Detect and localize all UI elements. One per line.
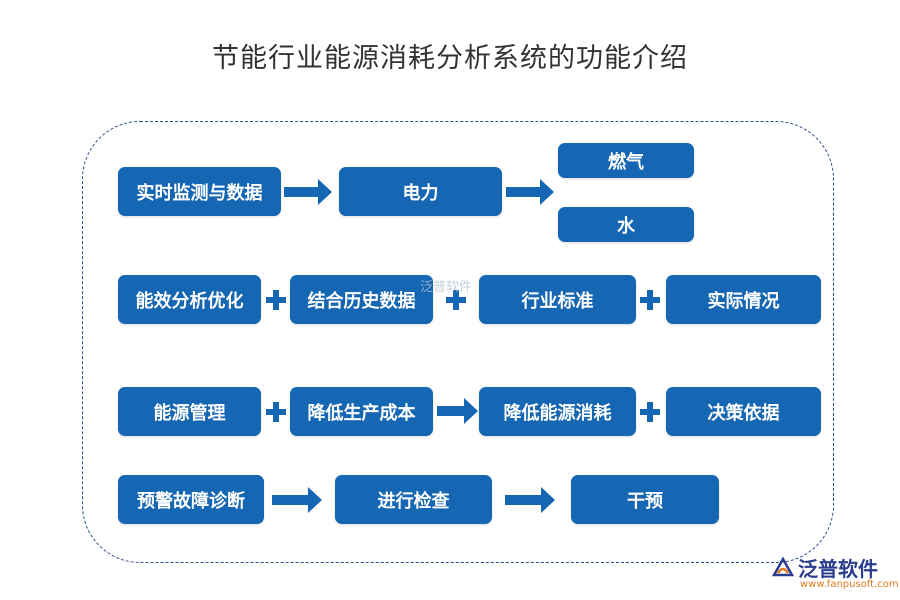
logo-name: 泛普软件 bbox=[798, 557, 878, 581]
watermark: 泛普软件 bbox=[420, 280, 473, 295]
box-efficiency-analysis: 能效分析优化 bbox=[118, 275, 261, 324]
box-water: 水 bbox=[558, 207, 694, 242]
plus-icon bbox=[266, 402, 286, 422]
arrow-right-icon bbox=[284, 179, 332, 205]
box-intervention: 干预 bbox=[571, 475, 719, 524]
arrow-right-icon bbox=[505, 487, 555, 513]
arrow-right-icon bbox=[437, 398, 478, 424]
logo-url: www.fanpusoft.com bbox=[800, 579, 899, 590]
logo-icon bbox=[771, 556, 795, 577]
dashed-frame bbox=[82, 121, 834, 563]
plus-icon bbox=[640, 290, 660, 310]
arrow-right-icon bbox=[272, 487, 322, 513]
box-realtime-monitoring: 实时监测与数据 bbox=[118, 167, 281, 216]
box-gas: 燃气 bbox=[558, 143, 694, 178]
box-reduce-production-cost: 降低生产成本 bbox=[290, 387, 433, 436]
plus-icon bbox=[446, 290, 466, 310]
box-energy-management: 能源管理 bbox=[118, 387, 261, 436]
box-historical-data: 结合历史数据 bbox=[290, 275, 433, 324]
box-warning-diagnosis: 预警故障诊断 bbox=[118, 475, 264, 524]
diagram-title: 节能行业能源消耗分析系统的功能介绍 bbox=[212, 43, 688, 74]
plus-icon bbox=[266, 290, 286, 310]
box-power: 电力 bbox=[339, 167, 502, 216]
arrow-right-icon bbox=[506, 179, 554, 205]
brand-logo: 泛普软件 www.fanpusoft.com bbox=[770, 553, 899, 597]
box-actual-situation: 实际情况 bbox=[666, 275, 821, 324]
box-industry-standard: 行业标准 bbox=[479, 275, 636, 324]
box-inspection: 进行检查 bbox=[335, 475, 492, 524]
plus-icon bbox=[640, 402, 660, 422]
box-decision-basis: 决策依据 bbox=[666, 387, 821, 436]
box-reduce-energy-consumption: 降低能源消耗 bbox=[479, 387, 636, 436]
